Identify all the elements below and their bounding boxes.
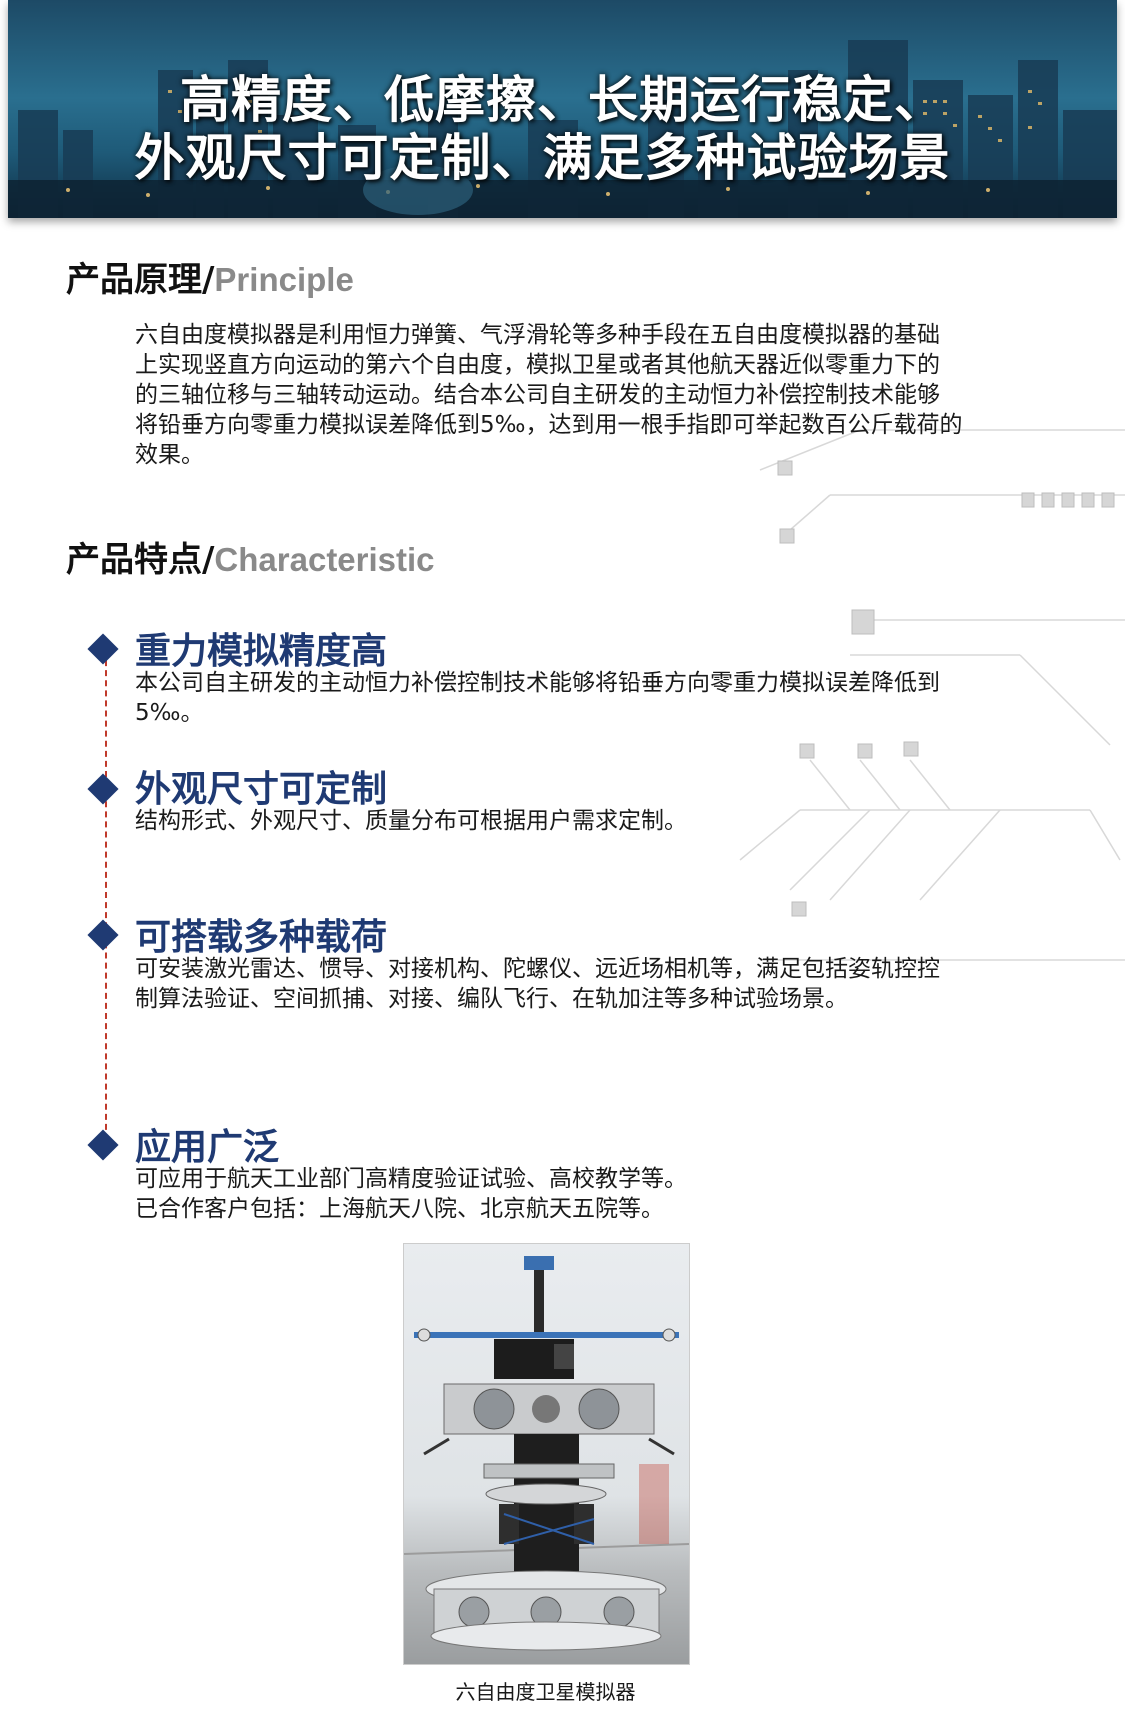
- feature-text-multiple-payloads: 可安装激光雷达、惯导、对接机构、陀螺仪、远近场相机等，满足包括姿轨控控 制算法验…: [135, 954, 1015, 1014]
- feature-line: 5‰。: [135, 700, 204, 726]
- section-heading-principle: 产品原理/Principle: [66, 252, 354, 301]
- diamond-bullet-icon: [87, 633, 119, 665]
- feature-title-gravity-precision: 重力模拟精度高: [135, 631, 388, 672]
- diamond-bullet-icon: [87, 1129, 119, 1161]
- paragraph-line: 效果。: [135, 442, 204, 468]
- banner-title-line1: 高精度、低摩擦、长期运行稳定、: [180, 71, 945, 129]
- principle-paragraph: 六自由度模拟器是利用恒力弹簧、气浮滑轮等多种手段在五自由度模拟器的基础 上实现竖…: [135, 320, 1015, 470]
- heading-en: Characteristic: [214, 541, 435, 578]
- diamond-bullet-icon: [87, 919, 119, 951]
- feature-title-multiple-payloads: 可搭载多种载荷: [135, 917, 388, 958]
- diamond-bullet-icon: [87, 773, 119, 805]
- banner-title-line2: 外观尺寸可定制、满足多种试验场景: [134, 129, 951, 187]
- heading-cn: 产品原理/: [66, 260, 215, 300]
- city-skyline-image: [8, 40, 1117, 218]
- feature-line: 本公司自主研发的主动恒力补偿控制技术能够将铅垂方向零重力模拟误差降低到: [135, 670, 940, 696]
- paragraph-line: 的三轴位移与三轴转动运动。结合本公司自主研发的主动恒力补偿控制技术能够: [135, 382, 940, 408]
- satellite-simulator-illustration: [404, 1256, 689, 1651]
- feature-line: 结构形式、外观尺寸、质量分布可根据用户需求定制。: [135, 808, 687, 834]
- header-banner: 高精度、低摩擦、长期运行稳定、 外观尺寸可定制、满足多种试验场景: [8, 0, 1117, 218]
- feature-line: 制算法验证、空间抓捕、对接、编队飞行、在轨加注等多种试验场景。: [135, 986, 848, 1012]
- feature-title-wide-application: 应用广泛: [135, 1127, 280, 1168]
- feature-text-wide-application: 可应用于航天工业部门高精度验证试验、高校教学等。 已合作客户包括：上海航天八院、…: [135, 1164, 1015, 1224]
- paragraph-line: 上实现竖直方向运动的第六个自由度，模拟卫星或者其他航天器近似零重力下的: [135, 352, 940, 378]
- heading-cn: 产品特点/: [66, 540, 215, 580]
- photo-caption: 六自由度卫星模拟器: [455, 1680, 636, 1704]
- feature-text-gravity-precision: 本公司自主研发的主动恒力补偿控制技术能够将铅垂方向零重力模拟误差降低到 5‰。: [135, 668, 1015, 728]
- feature-text-customizable-size: 结构形式、外观尺寸、质量分布可根据用户需求定制。: [135, 806, 1015, 836]
- feature-line: 可安装激光雷达、惯导、对接机构、陀螺仪、远近场相机等，满足包括姿轨控控: [135, 956, 940, 982]
- feature-line: 可应用于航天工业部门高精度验证试验、高校教学等。: [135, 1166, 687, 1192]
- section-heading-characteristic: 产品特点/Characteristic: [66, 532, 435, 581]
- paragraph-line: 六自由度模拟器是利用恒力弹簧、气浮滑轮等多种手段在五自由度模拟器的基础: [135, 322, 940, 348]
- feature-line: 已合作客户包括：上海航天八院、北京航天五院等。: [135, 1196, 664, 1222]
- satellite-simulator-photo: [403, 1243, 690, 1665]
- timeline-dashed-line: [105, 650, 107, 1140]
- heading-en: Principle: [214, 261, 354, 298]
- paragraph-line: 将铅垂方向零重力模拟误差降低到5‰，达到用一根手指即可举起数百公斤载荷的: [135, 412, 963, 438]
- feature-title-customizable-size: 外观尺寸可定制: [135, 769, 388, 810]
